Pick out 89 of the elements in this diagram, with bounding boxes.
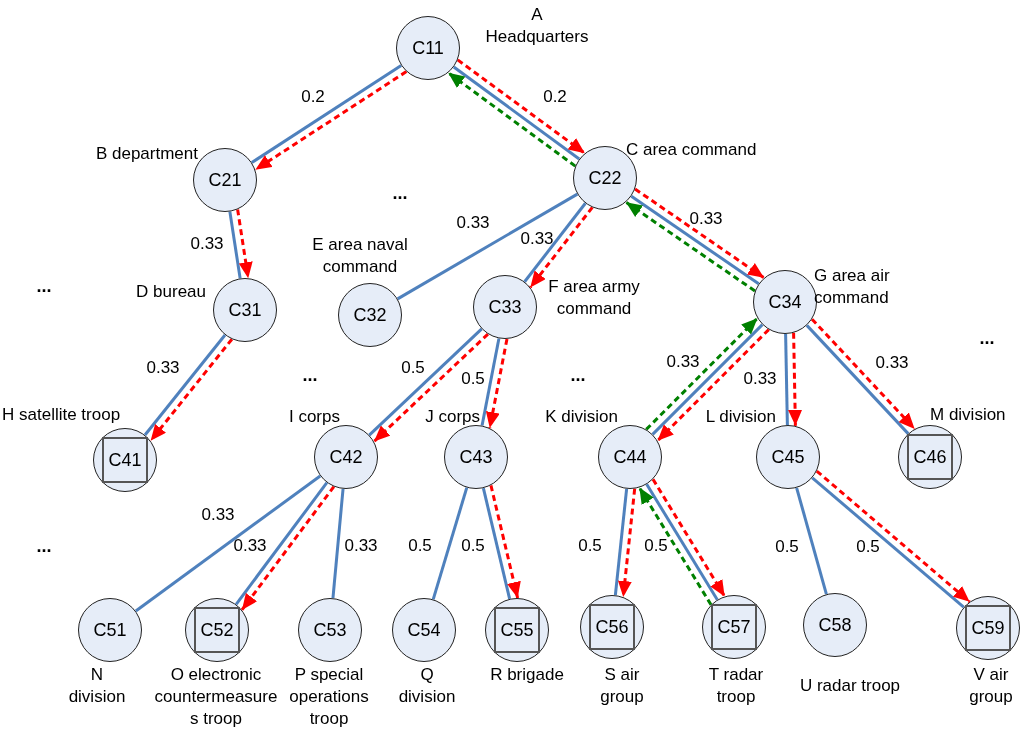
connector-line	[480, 338, 501, 426]
connector-line	[795, 487, 828, 595]
edge-label: 0.5	[644, 536, 668, 554]
arrow	[149, 338, 234, 442]
edge-label: 0.33	[146, 358, 180, 376]
connector-line	[784, 333, 789, 426]
node-caption: S air group	[599, 664, 645, 708]
edge-label: 0.5	[775, 537, 799, 555]
connector-line	[523, 202, 587, 283]
node-caption: J corps	[424, 406, 480, 428]
square-marker: C56	[589, 604, 635, 650]
edge-label: 0.33	[689, 209, 723, 227]
node-caption: D bureau	[135, 281, 206, 303]
arrow	[447, 71, 577, 168]
connector-line	[143, 334, 227, 436]
square-marker: C59	[965, 605, 1011, 651]
connector-line	[234, 481, 329, 606]
ellipsis: ...	[979, 329, 995, 347]
arrow	[489, 484, 521, 599]
node-caption: O electronic countermeasures troop	[153, 664, 279, 730]
node-caption: K division	[544, 406, 618, 428]
square-marker: C46	[907, 434, 953, 480]
edge-label: 0.5	[461, 369, 485, 387]
node-caption: L division	[704, 406, 776, 428]
node-caption: Q division	[397, 664, 457, 708]
connector-line	[251, 64, 402, 164]
arrow	[373, 333, 489, 443]
edge-label: 0.5	[461, 536, 485, 554]
edge-label: 0.33	[520, 229, 554, 247]
edge-label: 0.33	[344, 536, 378, 554]
node-caption: P special operations troop	[288, 664, 370, 730]
arrow	[529, 206, 594, 289]
connector-line	[481, 487, 512, 600]
connector-line	[651, 323, 764, 436]
connector-line	[331, 488, 345, 599]
connector-line	[630, 194, 760, 286]
ellipsis: ...	[392, 184, 408, 202]
node-caption: F area army command	[548, 276, 640, 320]
edge-label: 0.5	[401, 358, 425, 376]
edge-label: 0.5	[856, 537, 880, 555]
node-caption: M division	[930, 404, 1007, 426]
edge-label: 0.33	[190, 234, 224, 252]
node-caption: N division	[67, 664, 127, 708]
edge-label: 0.2	[301, 87, 325, 105]
square-marker: C52	[194, 607, 240, 653]
edge-label: 0.33	[666, 352, 700, 370]
arrow	[634, 187, 765, 280]
node-caption: E area naval command	[311, 234, 409, 278]
ellipsis: ...	[302, 366, 318, 384]
edge-label: 0.33	[201, 505, 235, 523]
node-caption: T radar troop	[707, 664, 765, 708]
edge-label: 0.33	[456, 213, 490, 231]
arrow	[810, 318, 916, 430]
connector-line	[805, 324, 910, 435]
arrow	[625, 200, 756, 293]
edge-label: 0.5	[408, 536, 432, 554]
square-marker: C57	[711, 604, 757, 650]
arrow	[456, 58, 586, 155]
connector-line	[396, 192, 579, 301]
node-caption: H satellite troop	[2, 404, 122, 426]
edge-label: 0.33	[233, 536, 267, 554]
arrow	[788, 332, 803, 426]
edge-label: 0.5	[578, 536, 602, 554]
edge-label: 0.2	[543, 87, 567, 105]
square-marker: C55	[494, 607, 540, 653]
ellipsis: ...	[36, 537, 52, 555]
connector-line	[228, 211, 242, 279]
ellipsis: ...	[36, 277, 52, 295]
connector-line	[452, 65, 581, 161]
connector-line	[134, 474, 322, 613]
arrow	[236, 209, 253, 279]
node-caption: U radar troop	[798, 675, 902, 697]
node-caption: V air group	[968, 664, 1014, 708]
node-caption: R brigade	[490, 664, 564, 686]
connector-line	[368, 327, 483, 437]
connector-line	[645, 483, 719, 601]
edge-label: 0.33	[875, 353, 909, 371]
edge-label: 0.33	[743, 369, 777, 387]
ellipsis: ...	[570, 366, 586, 384]
node-caption: G area air command	[814, 265, 891, 309]
node-caption: A Headquarters	[484, 4, 590, 48]
arrow	[485, 338, 509, 429]
square-marker: C41	[102, 437, 148, 483]
connector-line	[431, 487, 469, 600]
node-caption: I corps	[287, 406, 340, 428]
arrow	[240, 485, 336, 611]
arrow	[645, 317, 759, 431]
connector-line	[613, 488, 629, 596]
arrow	[656, 328, 770, 442]
